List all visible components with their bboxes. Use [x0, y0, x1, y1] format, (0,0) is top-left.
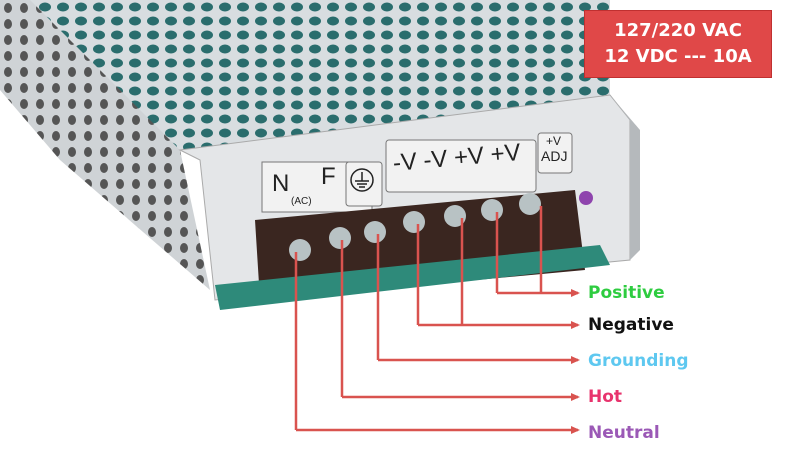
ground-symbol-icon — [350, 168, 374, 192]
wire-grounding-arrow-icon — [571, 356, 580, 364]
adjust-potentiometer — [579, 191, 593, 205]
wire-callouts — [294, 206, 580, 434]
spec-input-voltage: 127/220 VAC — [614, 20, 742, 41]
terminal-label-adj-top: +V — [546, 134, 562, 148]
wire-hot — [340, 240, 578, 399]
wire-negative — [416, 218, 578, 327]
wire-neutral — [294, 252, 578, 432]
terminal-label-ac: (AC) — [291, 196, 312, 207]
terminal-screws — [289, 193, 541, 261]
wire-negative-arrow-icon — [571, 321, 580, 329]
terminal-label-n: N — [272, 170, 290, 197]
label-hot: Hot — [588, 387, 623, 407]
label-positive: Positive — [588, 283, 665, 303]
label-neutral: Neutral — [588, 423, 660, 443]
side-panel — [0, 0, 210, 290]
spec-box: 127/220 VAC 12 VDC --- 10A — [584, 10, 772, 78]
wire-grounding — [376, 234, 578, 362]
terminal-label-f: F — [321, 163, 336, 190]
label-grounding: Grounding — [588, 351, 689, 371]
terminal-label-adj: ADJ — [541, 148, 568, 164]
wire-positive-arrow-icon — [571, 289, 580, 297]
wire-positive — [495, 206, 578, 295]
wire-hot-arrow-icon — [571, 393, 580, 401]
wire-neutral-arrow-icon — [571, 426, 580, 434]
label-negative: Negative — [588, 315, 674, 335]
spec-output: 12 VDC --- 10A — [604, 46, 752, 67]
